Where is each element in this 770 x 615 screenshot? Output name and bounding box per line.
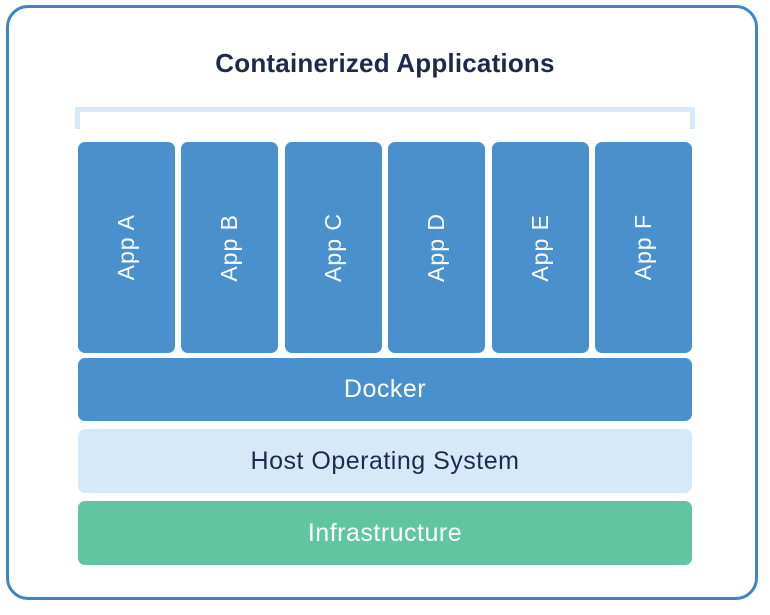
containers-group-bracket [75, 107, 695, 129]
app-box-c: App C [284, 142, 382, 353]
app-box-d: App D [388, 142, 486, 353]
app-box-e: App E [491, 142, 589, 353]
docker-layer: Docker [78, 358, 692, 421]
app-label: App A [113, 214, 139, 281]
diagram-title: Containerized Applications [215, 48, 555, 78]
app-containers-row: App A App B App C App D App E App F [78, 142, 692, 353]
app-label: App F [629, 214, 656, 281]
infrastructure-layer: Infrastructure [78, 501, 692, 565]
app-label: App B [216, 213, 243, 282]
app-box-f: App F [594, 142, 692, 353]
app-label: App E [526, 213, 553, 282]
app-label: App D [423, 213, 450, 282]
app-box-a: App A [78, 142, 175, 353]
app-label: App C [319, 213, 346, 282]
host-os-layer: Host Operating System [78, 429, 692, 493]
app-box-b: App B [181, 142, 279, 353]
